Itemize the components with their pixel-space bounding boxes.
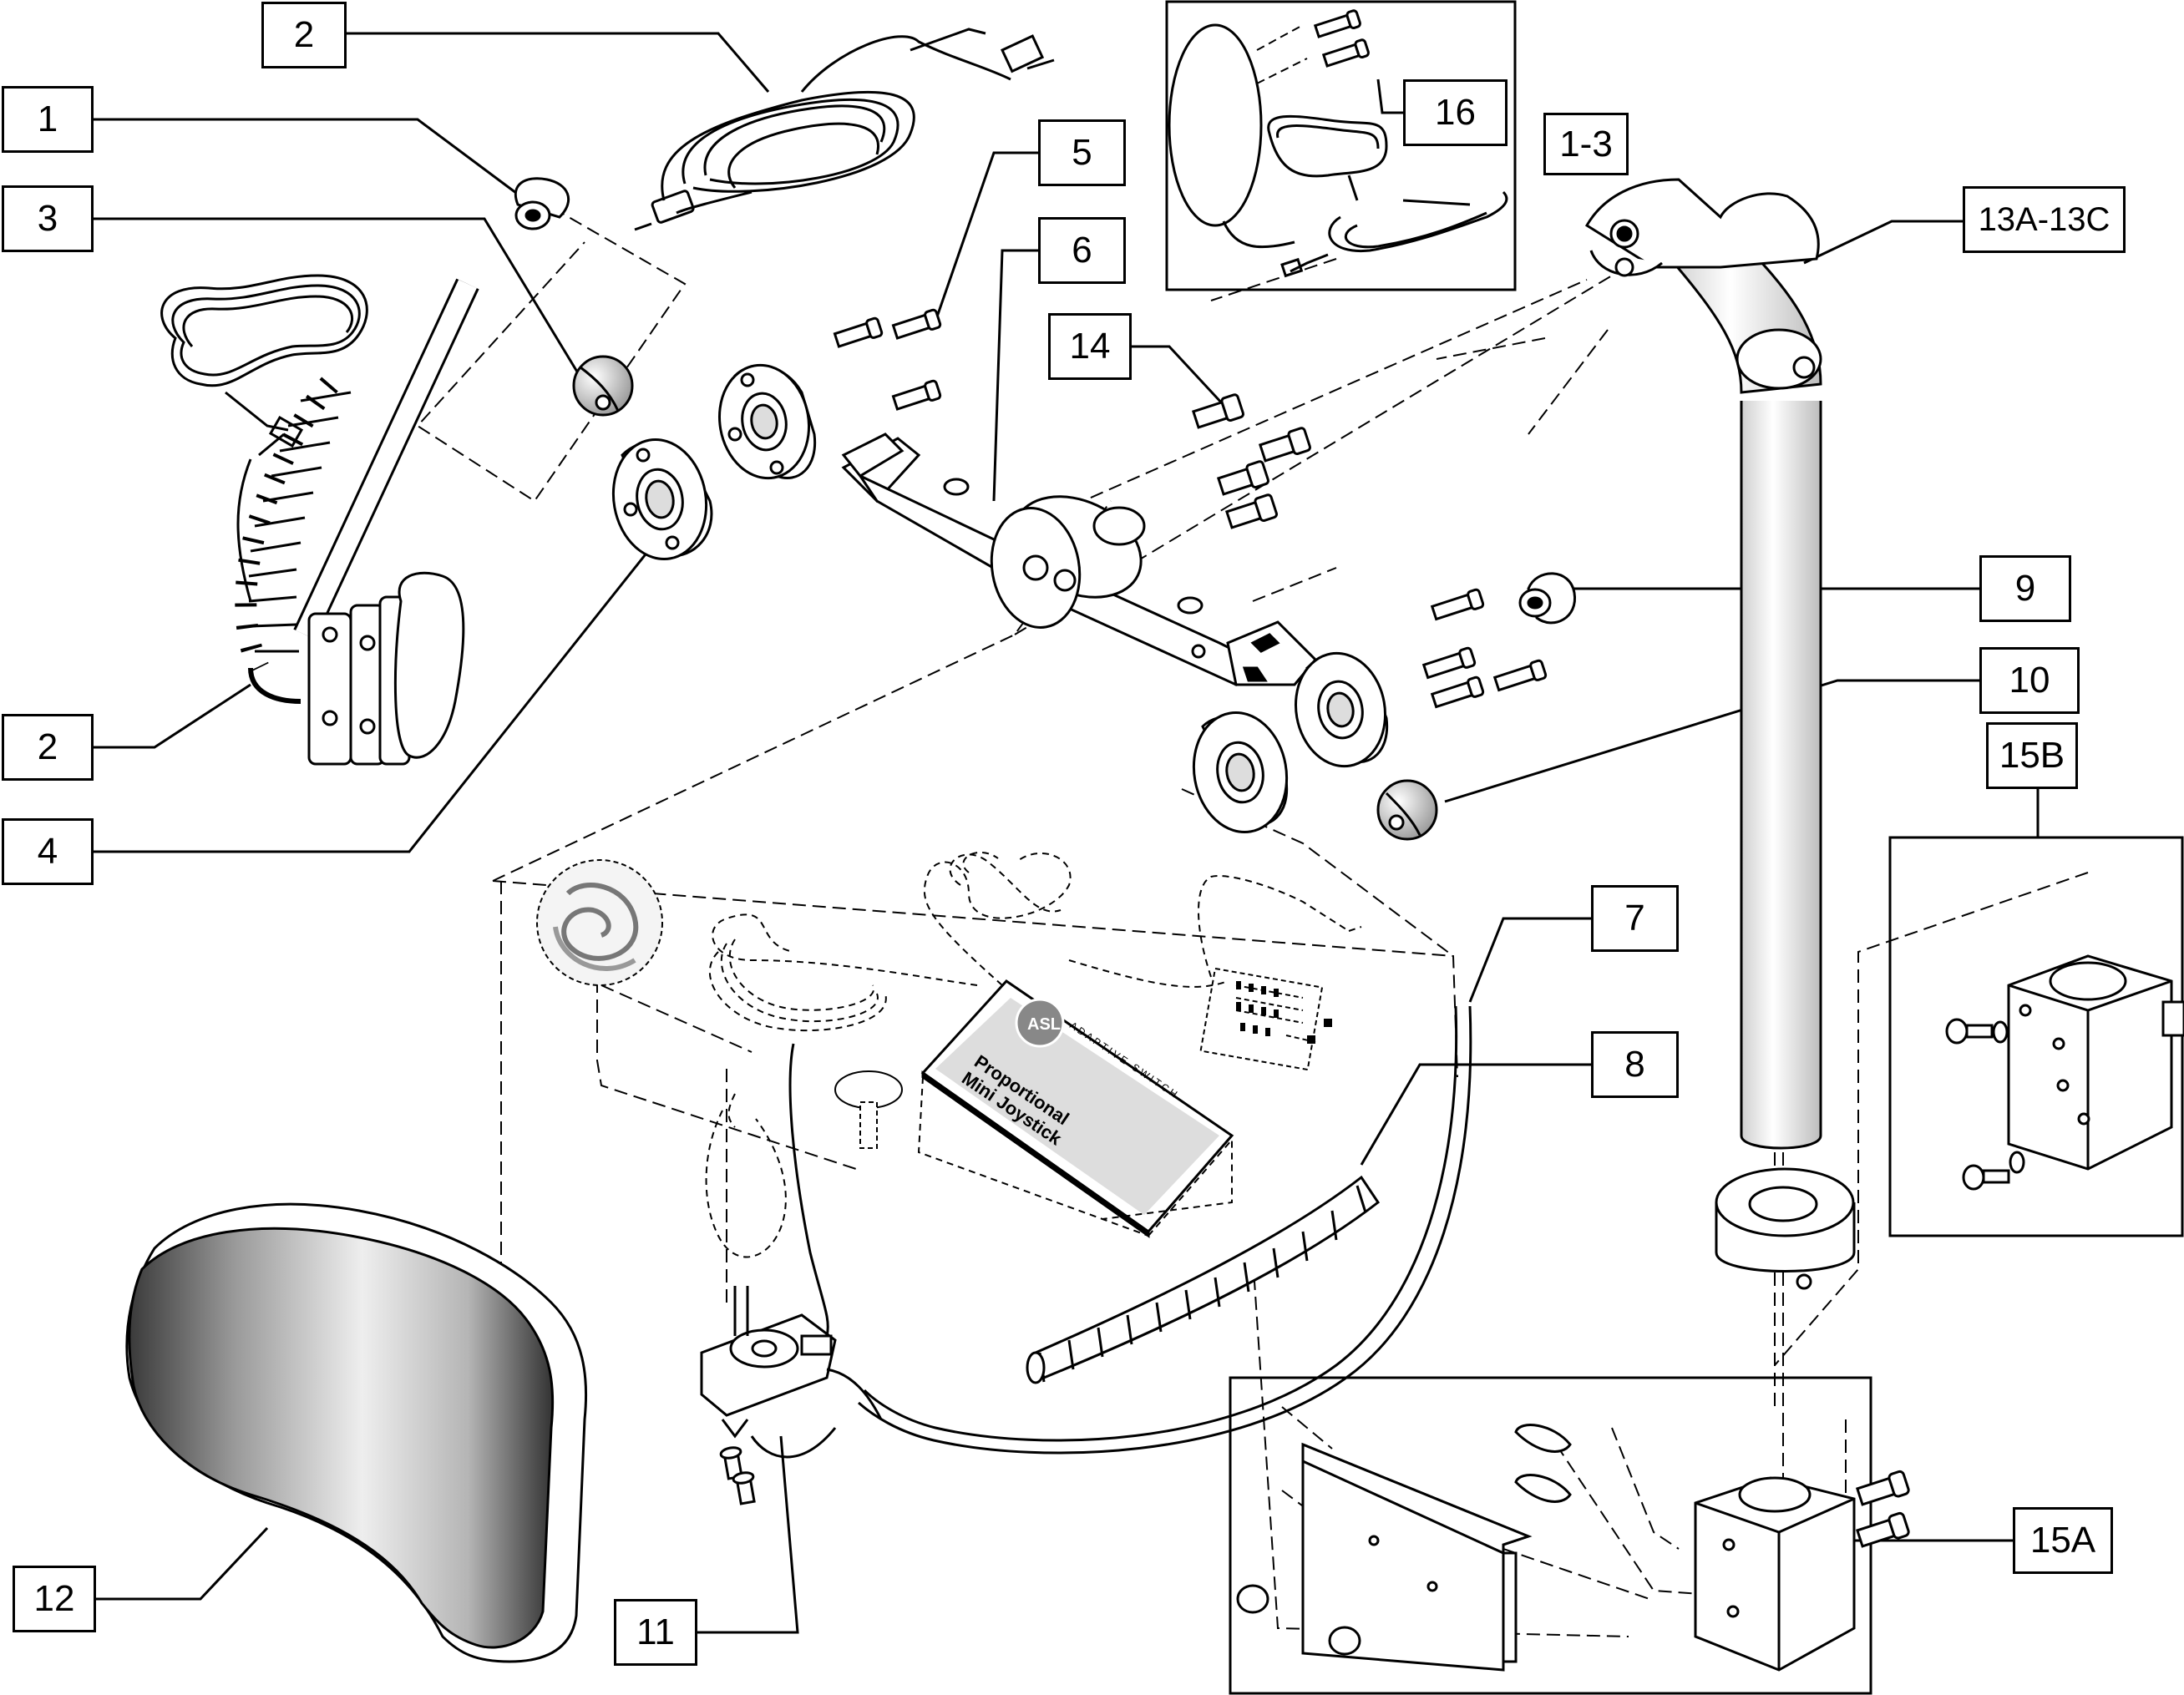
callout-6: 6 [1038,217,1126,284]
spiral-wrap [235,377,352,673]
callout-7: 7 [1591,885,1679,952]
joystick-box [917,979,1234,1238]
part-8-spiral-wrap [1026,1175,1381,1384]
part-7-tube [858,1005,1472,1455]
part-4-flange-left [611,438,713,561]
callout-1: 1 [2,86,94,153]
flange-right-upper [1294,651,1389,768]
head-switch-array [160,274,479,766]
leader-lines [94,32,2040,1634]
textured-disc [536,859,663,986]
part-11-mount [700,1043,883,1505]
callout-15b: 15B [1986,722,2078,789]
brand-logo-text: ASL [1027,1015,1061,1034]
interface-board-pins [1236,981,1332,1044]
part-12-headpad [125,1202,588,1663]
part-9-bumper [1518,572,1576,625]
assembly-dash-lines [416,187,2089,1637]
callout-10: 10 [1979,647,2080,714]
callout-1-3: 1-3 [1543,113,1629,175]
callout-15a: 15A [2013,1507,2113,1574]
callout-4: 4 [2,818,94,885]
part-6-crossbar [841,433,1318,686]
callout-13a-13c: 13A-13C [1963,186,2126,253]
part-1-bumper [514,177,570,230]
flange-right-lower [1192,711,1289,834]
part-3-ball [572,355,634,417]
screws-5 [833,308,1548,709]
inset-1-3-frame [1165,0,1517,291]
dashed-cable-ghosts [705,851,1362,1258]
inset-15b-frame [1888,836,2184,1237]
callout-16: 16 [1403,79,1508,146]
callout-12: 12 [13,1566,96,1632]
callout-9: 9 [1979,555,2071,622]
callout-5: 5 [1038,119,1126,186]
knob-ghost [834,1070,903,1149]
part-5-flange-upper [717,363,817,480]
part-13-pole [1584,178,1822,1150]
callout-11: 11 [614,1599,697,1666]
pole-collar [1715,1167,1856,1290]
callout-14: 14 [1048,313,1132,380]
coiled-cable-top [634,28,1055,231]
callout-8: 8 [1591,1031,1679,1098]
callout-2-left: 2 [2,714,94,781]
callout-2-top: 2 [261,2,347,68]
callout-3: 3 [2,185,94,252]
part-10-ball [1376,779,1438,841]
inset-15a-frame [1229,1376,1910,1695]
interface-board-ghost [1199,967,1324,1071]
